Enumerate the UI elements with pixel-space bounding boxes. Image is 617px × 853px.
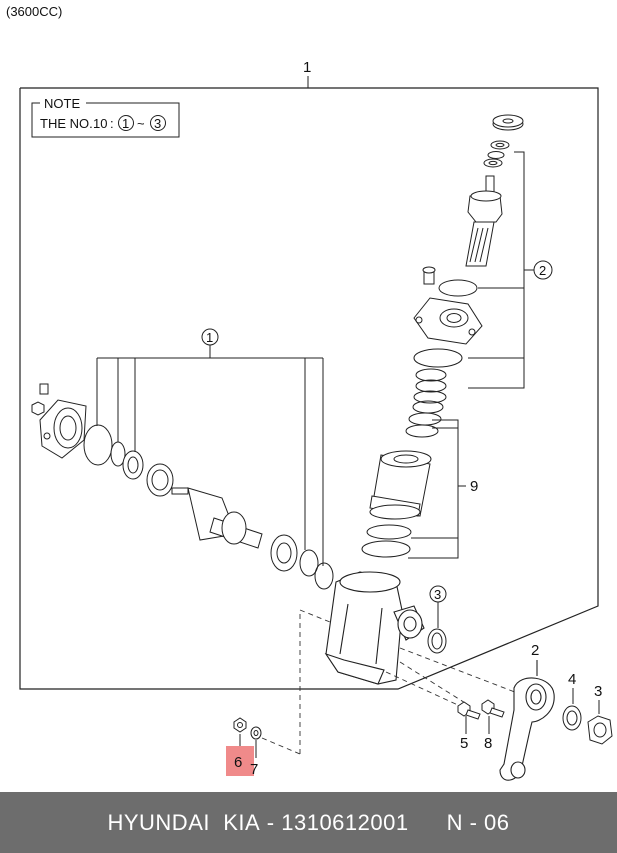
bolt-8 xyxy=(481,699,505,734)
variant-label: (3600CC) xyxy=(6,4,62,19)
gear-housing xyxy=(324,571,425,685)
callout-part-2: 2 xyxy=(531,642,539,659)
callout-group-1: 1 xyxy=(206,330,213,345)
seal-rings-lower xyxy=(361,524,412,558)
seal-rings-upper xyxy=(405,368,447,438)
sector-seal xyxy=(427,585,447,654)
note-range-end: 3 xyxy=(154,116,161,131)
callout-group-3: 3 xyxy=(434,587,441,602)
pinion-shaft xyxy=(465,175,503,267)
pitman-arm xyxy=(499,660,555,781)
note-range-start: 1 xyxy=(122,116,129,131)
rack-shaft xyxy=(171,487,334,590)
bearing-cap xyxy=(31,383,87,459)
footer-part-number: 1310612001 xyxy=(281,809,409,835)
callout-part-3: 3 xyxy=(594,683,602,700)
callout-group-2: 2 xyxy=(539,263,546,278)
rack-seals xyxy=(83,424,174,497)
footer-page: N - 06 xyxy=(446,809,510,835)
footer-brand: HYUNDAI KIA xyxy=(107,809,261,835)
callout-part-6: 6 xyxy=(234,754,242,771)
callout-part-5: 5 xyxy=(460,735,468,752)
washer xyxy=(562,688,582,731)
nut xyxy=(587,700,613,745)
part-number-footer: HYUNDAI KIA - 1310612001 N - 06 xyxy=(0,792,617,853)
assembly-dash-lines xyxy=(261,609,521,755)
piston-sleeve xyxy=(369,450,432,520)
steering-gear-exploded-diagram: (3600CC) 1 NOTE THE NO. 10 : 1 ~ 3 xyxy=(6,4,613,781)
group-2-bracket xyxy=(468,151,553,389)
note-title: NOTE xyxy=(44,96,80,111)
assembly-frame xyxy=(19,87,599,690)
highlight-part-6 xyxy=(226,746,254,776)
callout-part-9: 9 xyxy=(470,478,478,495)
note-number: 10 xyxy=(93,116,107,131)
callout-part-4: 4 xyxy=(568,671,576,688)
bolt-5 xyxy=(457,701,481,734)
note-box: NOTE THE NO. 10 : 1 ~ 3 xyxy=(31,96,180,138)
note-tilde: ~ xyxy=(137,116,145,131)
pinion-nut-stack xyxy=(483,114,524,168)
callout-part-8: 8 xyxy=(484,735,492,752)
small-nut xyxy=(233,717,247,748)
valve-housing xyxy=(413,266,483,368)
note-prefix: THE NO. xyxy=(40,116,93,131)
callout-assembly: 1 xyxy=(303,59,311,76)
group-1-bracket xyxy=(96,328,324,566)
small-washer xyxy=(250,726,262,758)
part-9-bracket xyxy=(408,419,466,559)
callout-part-7: 7 xyxy=(250,761,258,778)
footer-separator: - xyxy=(260,809,282,835)
note-colon: : xyxy=(110,116,114,131)
